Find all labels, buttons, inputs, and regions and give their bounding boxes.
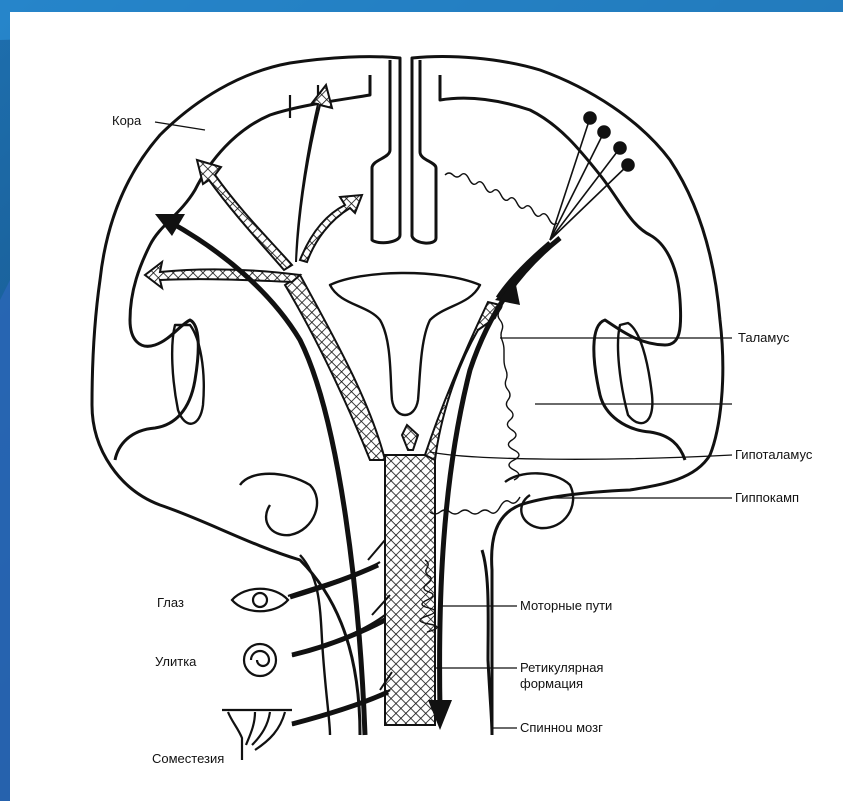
label-somesthesia: Соместезия: [152, 751, 224, 766]
label-hippocampus: Гиппокамп: [735, 490, 799, 505]
sensory-arrow-left: [170, 222, 365, 735]
label-cortex: Кора: [112, 113, 141, 128]
label-reticular-1: Ретикулярная: [520, 660, 603, 675]
cochlea-icon: [244, 644, 276, 676]
cortex-fold-right: [440, 75, 685, 460]
label-hypothalamus: Гипоталамус: [735, 447, 812, 462]
brain-outline-right: [412, 57, 723, 736]
label-spinal-cord: Спинноu мозг: [520, 720, 603, 735]
somesthesia-icon: [222, 710, 292, 760]
label-reticular-2: формация: [520, 676, 583, 691]
label-eye: Глаз: [157, 595, 184, 610]
label-cochlea: Улитка: [155, 654, 196, 669]
label-motor-paths: Моторные пути: [520, 598, 612, 613]
hippocampus-left: [240, 474, 317, 535]
label-thalamus: Таламус: [738, 330, 789, 345]
